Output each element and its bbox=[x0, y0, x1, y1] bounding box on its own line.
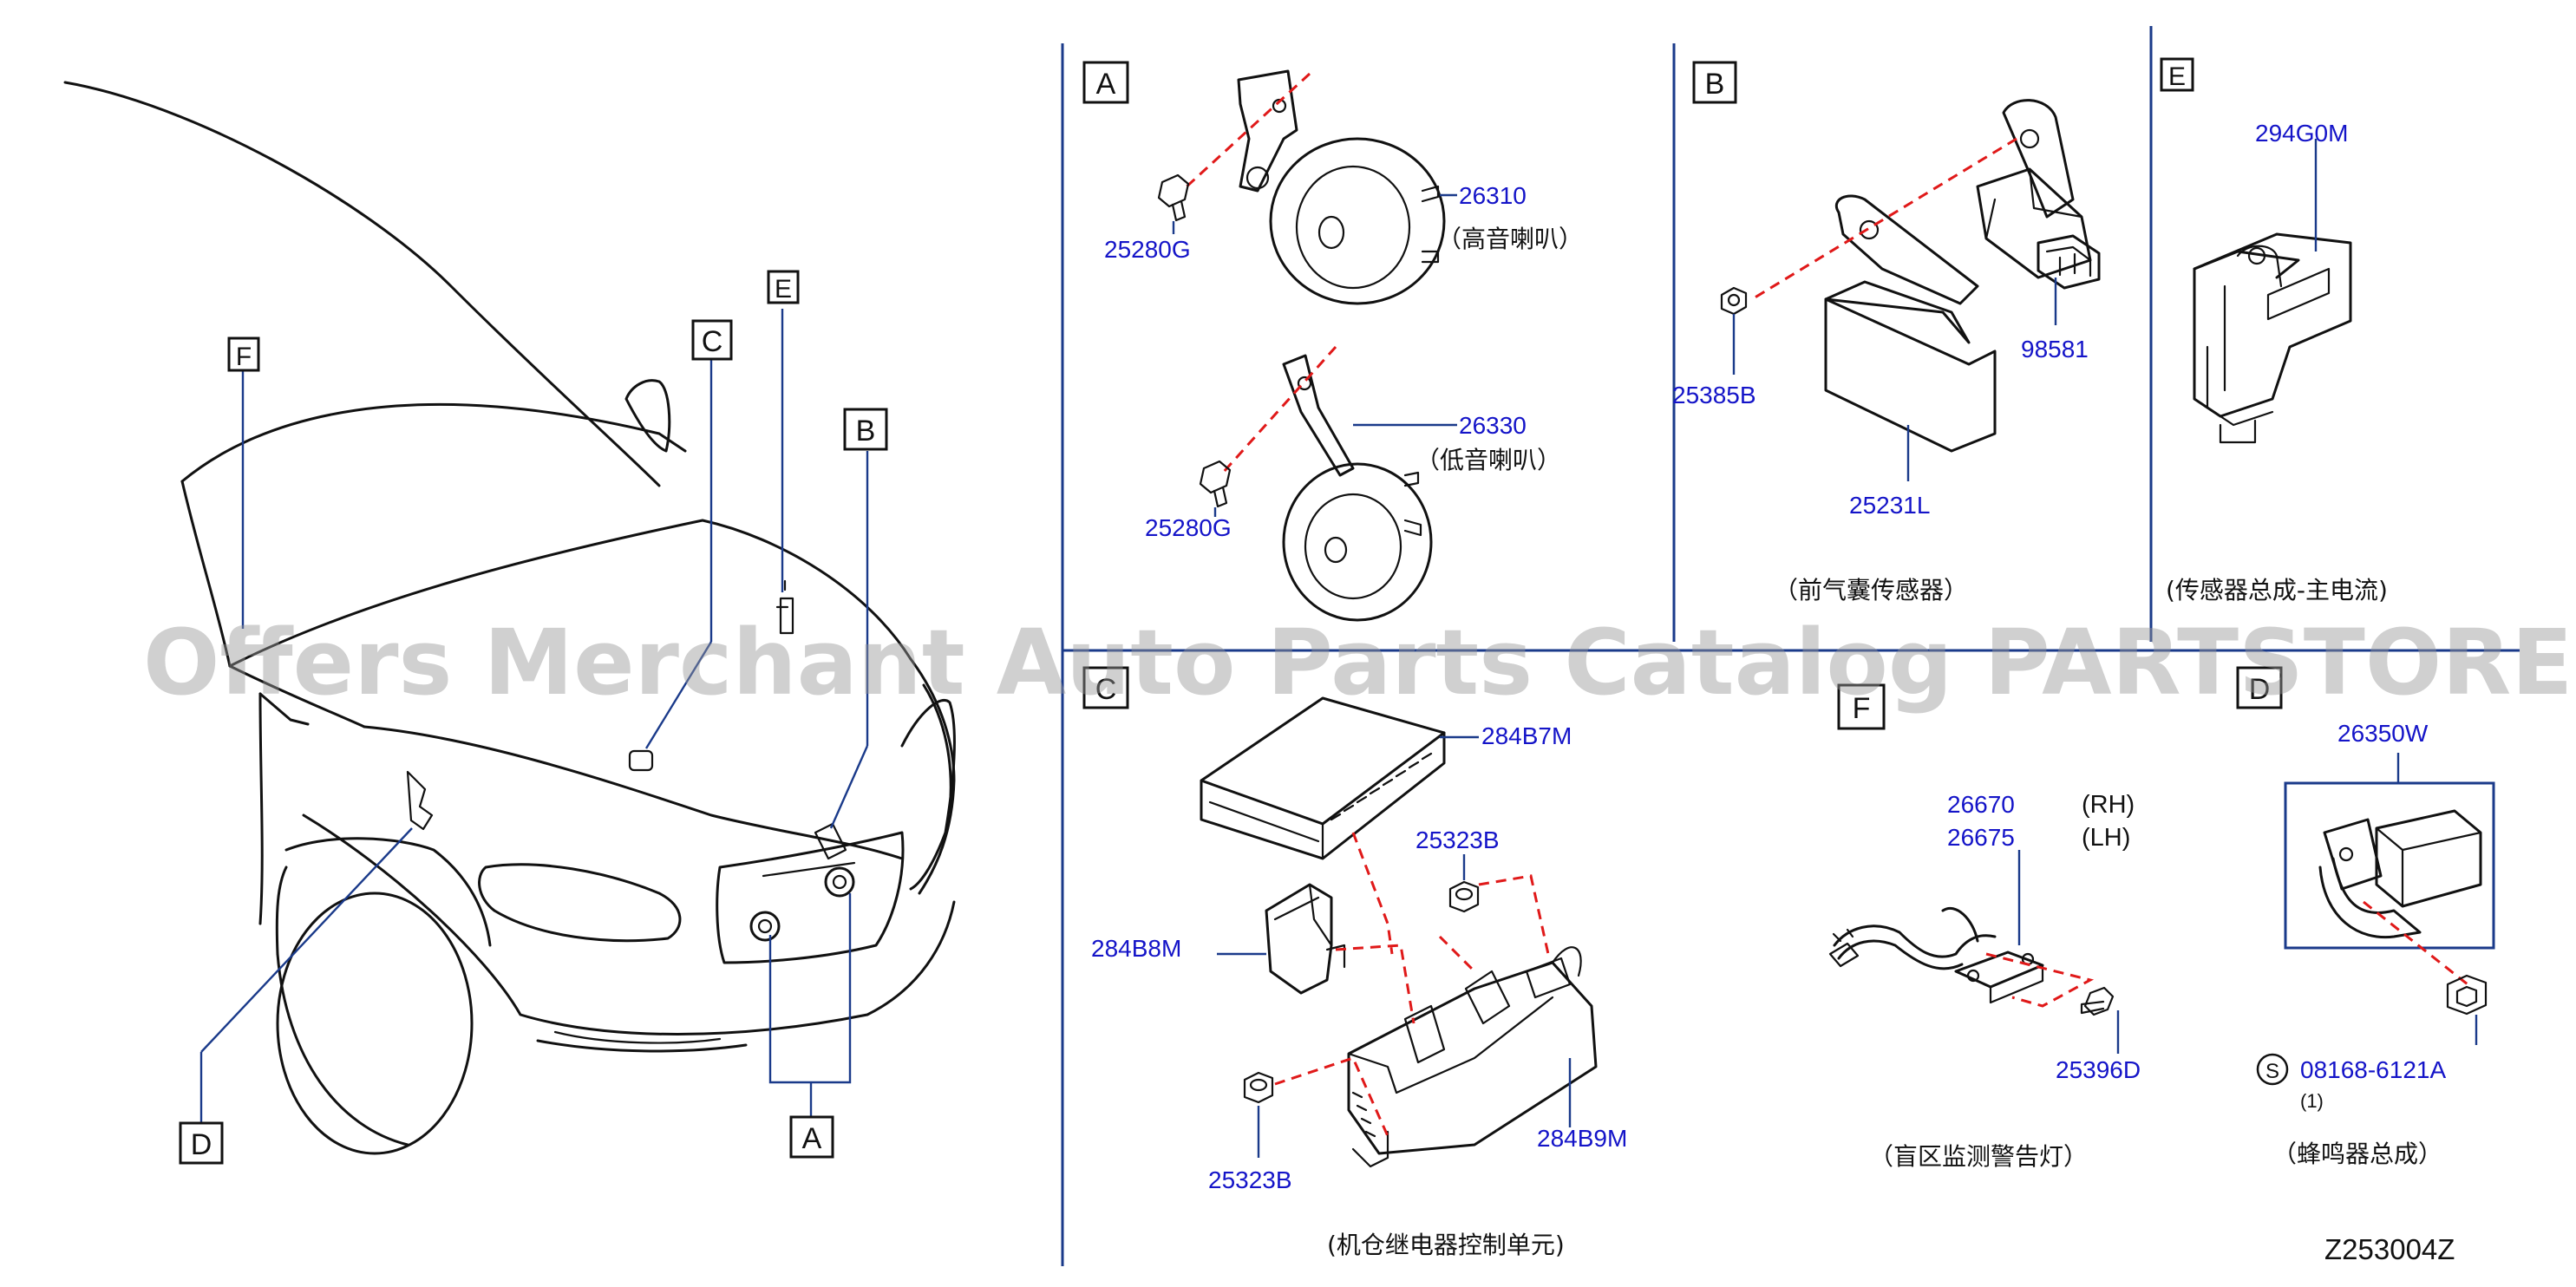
caption-buzzer: （蜂鸣器总成） bbox=[2272, 1140, 2442, 1168]
car-callout-a: A bbox=[789, 1115, 834, 1159]
nut-upper-drawing bbox=[1448, 880, 1480, 913]
pn-98581: 98581 bbox=[2021, 336, 2089, 363]
pn-26675: 26675 bbox=[1947, 824, 2015, 851]
caption-bsw-lamp: （盲区监测警告灯） bbox=[1869, 1142, 2088, 1171]
low-horn-drawing bbox=[1282, 354, 1433, 622]
bolt-upper-drawing bbox=[1157, 173, 1190, 222]
pn-26330: 26330 bbox=[1459, 412, 1527, 439]
svg-text:F: F bbox=[236, 343, 252, 371]
bolt-08168-drawing bbox=[2446, 974, 2488, 1045]
nut-25385b-drawing bbox=[1720, 286, 1748, 316]
car-callout-d: D bbox=[179, 1121, 224, 1165]
caption-current-sensor: (传感器总成-主电流) bbox=[2166, 576, 2388, 604]
caption-relay-unit: (机仓继电器控制单元) bbox=[1327, 1231, 1565, 1259]
bsw-lamp-drawing bbox=[1828, 907, 2044, 1004]
svg-text:E: E bbox=[2168, 62, 2186, 91]
svg-text:B: B bbox=[1705, 68, 1725, 101]
svg-text:D: D bbox=[191, 1128, 212, 1161]
pn-25385b: 25385B bbox=[1672, 382, 1756, 408]
buzzer-drawing bbox=[2318, 809, 2482, 939]
pn-25396d: 25396D bbox=[2056, 1056, 2141, 1083]
bolt-lower-drawing bbox=[1199, 460, 1232, 508]
caption-high-horn: （高音喇叭） bbox=[1437, 225, 1583, 253]
watermark: Offers Merchant Auto Parts Catalog PARTS… bbox=[143, 610, 2576, 715]
svg-text:A: A bbox=[802, 1122, 822, 1155]
airbag-sensor-drawing bbox=[1976, 99, 2101, 290]
section-f: F 25396D 26670 (RH) 26675 (LH) （盲区监测警告灯） bbox=[1828, 683, 2141, 1171]
car-callout-c: C bbox=[691, 319, 733, 361]
high-horn-drawing bbox=[1237, 69, 1446, 305]
section-c: C 284B7M 284B8M 284B9M bbox=[1082, 666, 1627, 1259]
section-d: D 26350W S 08168-6121A (1) （蜂鸣器总成） bbox=[2236, 666, 2495, 1168]
pn-25280g-upper: 25280G bbox=[1104, 236, 1191, 263]
car-callout-e: E bbox=[767, 270, 800, 304]
callout-leaders bbox=[199, 309, 869, 1123]
pn-25323b-lower: 25323B bbox=[1208, 1166, 1292, 1193]
pn-26310: 26310 bbox=[1459, 182, 1527, 209]
relay-cover-drawing bbox=[1200, 696, 1446, 860]
pn-26670: 26670 bbox=[1947, 791, 2015, 818]
car-callout-f: F bbox=[227, 336, 260, 372]
section-a: A 25280G 26310 （高音喇叭） bbox=[1082, 61, 1583, 622]
svg-text:B: B bbox=[856, 415, 876, 448]
airbag-bracket-drawing bbox=[1824, 194, 1997, 453]
label-rh: (RH) bbox=[2082, 791, 2135, 819]
car-front-illustration bbox=[63, 81, 956, 1155]
svg-text:C: C bbox=[702, 325, 723, 358]
section-e: E 294G0M (传感器总成-主电流) bbox=[2160, 57, 2388, 604]
pn-284b9m: 284B9M bbox=[1537, 1125, 1627, 1152]
svg-text:E: E bbox=[775, 275, 792, 304]
car-callout-b: B bbox=[843, 408, 888, 451]
svg-text:C: C bbox=[1095, 673, 1117, 706]
relay-bracket-drawing bbox=[1265, 883, 1346, 995]
relay-box-drawing bbox=[1347, 946, 1598, 1168]
diagram-code: Z253004Z bbox=[2324, 1233, 2455, 1265]
section-dividers bbox=[1061, 26, 2520, 1266]
nut-lower-drawing bbox=[1243, 1071, 1274, 1104]
svg-text:F: F bbox=[1853, 692, 1871, 725]
current-sensor-drawing bbox=[2193, 232, 2352, 444]
pn-284b7m: 284B7M bbox=[1481, 722, 1572, 749]
caption-low-horn: （低音喇叭） bbox=[1415, 446, 1561, 474]
screw-25396d-drawing bbox=[2080, 986, 2115, 1016]
svg-text:A: A bbox=[1096, 68, 1116, 101]
pn-26350w: 26350W bbox=[2337, 720, 2429, 747]
pn-25323b-upper: 25323B bbox=[1415, 826, 1500, 853]
label-lh: (LH) bbox=[2082, 824, 2130, 852]
standard-part-symbol bbox=[2256, 1053, 2289, 1086]
svg-text:S: S bbox=[2265, 1060, 2279, 1083]
pn-284b8m: 284B8M bbox=[1091, 935, 1181, 962]
qty-label: (1) bbox=[2300, 1090, 2324, 1112]
svg-text:D: D bbox=[2249, 673, 2271, 706]
pn-294g0m: 294G0M bbox=[2255, 120, 2348, 147]
pn-25231l: 25231L bbox=[1849, 492, 1930, 519]
pn-08168-6121a: 08168-6121A bbox=[2300, 1056, 2446, 1083]
pn-25280g-lower: 25280G bbox=[1145, 514, 1232, 541]
caption-airbag-sensor: （前气囊传感器） bbox=[1774, 576, 1968, 604]
section-b: B 25385B 98581 25231L （前气囊传感器） bbox=[1672, 61, 2101, 604]
